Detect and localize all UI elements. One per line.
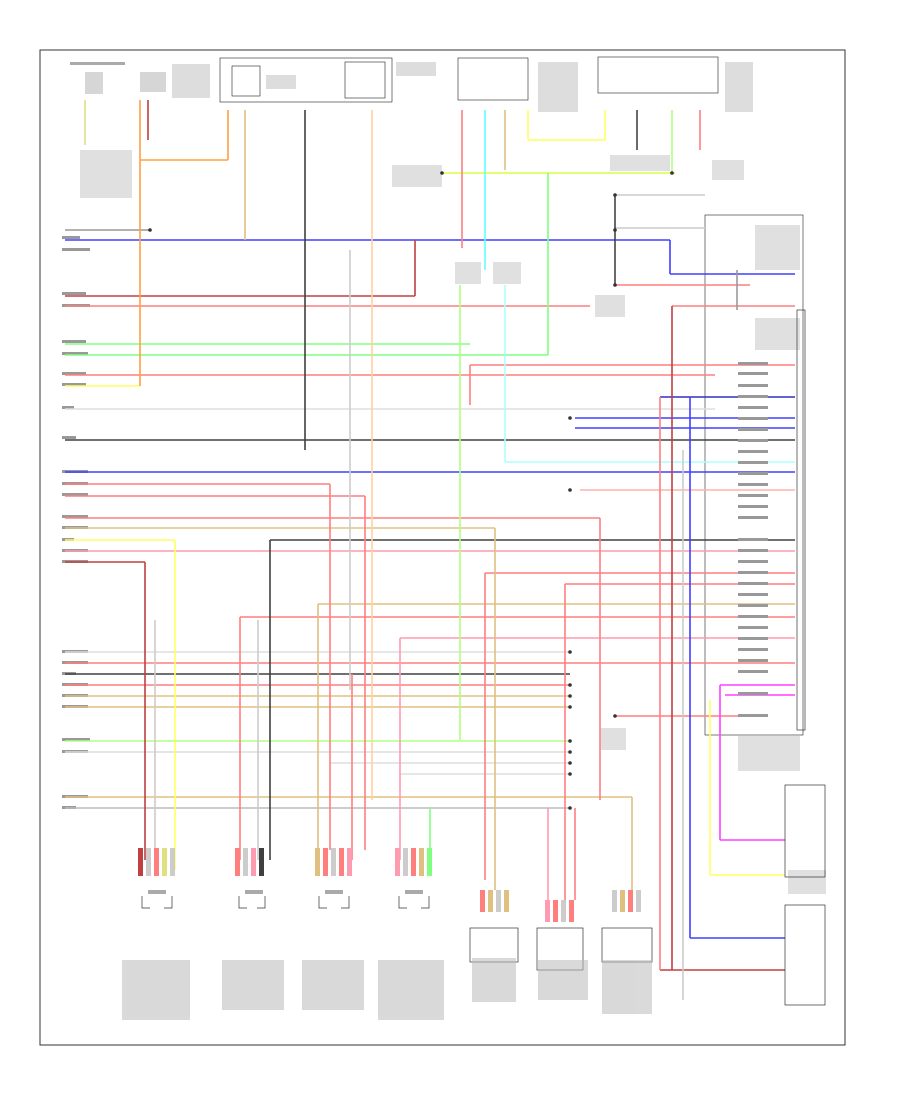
front-impact-sensor-box — [784, 784, 826, 878]
fuse-block-box — [219, 57, 393, 103]
sensor-connector-4 — [395, 848, 432, 909]
sensor-connector-7 — [601, 890, 653, 963]
label-block — [70, 62, 125, 65]
horizontal-wires — [65, 139, 795, 971]
splice-dots — [148, 171, 674, 810]
label-block — [396, 62, 436, 76]
label-block — [738, 735, 800, 771]
label-block — [600, 728, 626, 750]
ignition-switch-box — [457, 57, 529, 101]
label-block — [610, 155, 670, 171]
label-block — [172, 64, 210, 98]
sensor-connector-5 — [469, 890, 519, 963]
label-block — [455, 262, 481, 284]
label-block — [755, 225, 800, 270]
left-wire-labels — [62, 236, 90, 809]
label-block — [85, 72, 103, 94]
right-lower-connectors — [784, 309, 826, 1006]
srs-unit-outline — [796, 309, 806, 731]
label-block — [392, 165, 442, 187]
top-labels — [70, 62, 826, 894]
label-block — [725, 62, 753, 112]
sensor-connector-1 — [138, 848, 175, 909]
fuse-subbox — [231, 65, 261, 97]
label-block — [712, 160, 744, 180]
relay-box — [344, 61, 386, 99]
label-block — [538, 62, 578, 112]
label-block — [493, 262, 521, 284]
label-block — [755, 318, 800, 350]
rear-impact-sensor-box — [784, 904, 826, 1006]
top-components — [219, 56, 804, 736]
srs-unit-terminal-labels — [738, 362, 768, 717]
control-box — [597, 56, 719, 94]
label-block — [595, 295, 625, 317]
diagram-frame — [39, 49, 846, 1046]
sensor-connector-6 — [536, 900, 584, 971]
bottom-captions — [122, 958, 652, 1020]
sensor-connector-2 — [235, 848, 266, 909]
sensor-connector-3 — [315, 848, 352, 909]
srs-unit-box — [704, 214, 804, 736]
label-block — [80, 150, 132, 198]
vertical-wires — [84, 100, 738, 1000]
label-block — [140, 72, 166, 92]
label-block — [788, 870, 826, 894]
label-block — [266, 75, 296, 89]
